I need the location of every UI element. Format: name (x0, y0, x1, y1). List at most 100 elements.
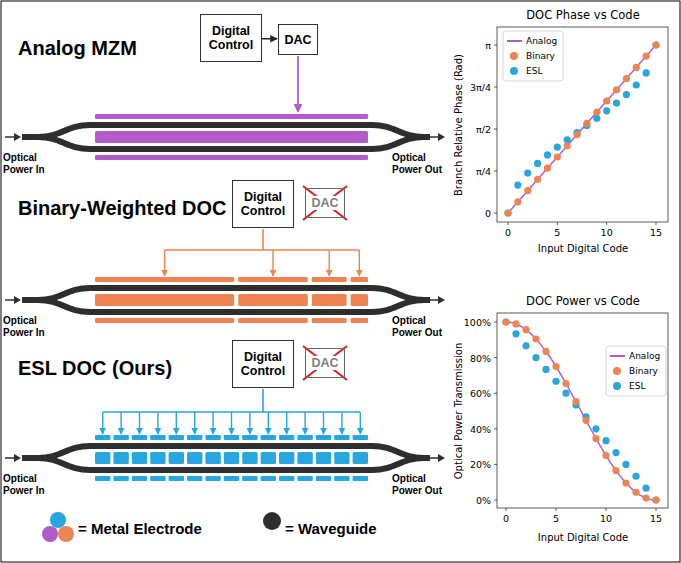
esl-point (643, 69, 650, 76)
tick-mark (494, 428, 497, 429)
control-line (323, 412, 324, 434)
cross-out (303, 346, 347, 380)
tick-mark (494, 322, 497, 323)
metal-electrode (242, 452, 257, 464)
electrode-legend-dot (50, 512, 66, 528)
esl-point (633, 81, 640, 88)
waveguide-input (22, 134, 42, 140)
label: Branch Relative Phase (Rad) (453, 54, 464, 196)
electrode-legend-dot (58, 526, 74, 542)
metal-electrode (132, 476, 147, 481)
label: 0 (485, 208, 491, 219)
label: Analog MZM (18, 37, 137, 60)
metal-electrode (297, 452, 312, 464)
esl-point (524, 169, 531, 176)
plot-frame (497, 27, 668, 222)
label: 100% (464, 317, 491, 328)
legend-text: ESL (526, 66, 542, 76)
metal-electrode (150, 435, 165, 440)
metal-electrode (113, 476, 128, 481)
metal-electrode (279, 452, 294, 464)
metal-electrode (297, 476, 312, 481)
output-arrow-shaft (430, 299, 439, 301)
connector-arrow (262, 38, 277, 40)
legend-text: ESL (629, 381, 645, 391)
control-line (249, 412, 250, 434)
tick-mark (494, 464, 497, 465)
metal-electrode (316, 452, 331, 464)
waveguide-output (420, 297, 430, 303)
binary-point (512, 320, 519, 327)
tick-mark (494, 500, 497, 501)
metal-electrode (238, 318, 308, 323)
cross-out (303, 346, 347, 380)
input-arrow-shaft (5, 136, 15, 138)
metal-electrode (150, 476, 165, 481)
binary-point (564, 142, 571, 149)
box-text: Digital Control (236, 350, 290, 378)
box-text: DAC (284, 33, 311, 47)
output-arrowhead (438, 454, 445, 462)
tick-mark (494, 357, 497, 358)
metal-electrode (238, 277, 308, 282)
esl-point (512, 330, 519, 337)
metal-electrode (95, 452, 110, 464)
control-line (262, 229, 264, 250)
binary-point (612, 467, 619, 474)
tick-mark (494, 129, 497, 130)
esl-point (623, 91, 630, 98)
metal-electrode (95, 155, 368, 160)
cross-out (303, 186, 347, 220)
label: DOC Phase vs Code (526, 8, 639, 22)
esl-point (542, 366, 549, 373)
box-text: DAC (310, 196, 339, 210)
label: DOC Power vs Code (526, 294, 640, 308)
metal-electrode (150, 452, 165, 464)
legend-line (610, 355, 625, 357)
input-arrowhead (14, 296, 21, 304)
control-line (360, 412, 361, 434)
esl-point (514, 181, 521, 188)
legend-swatch (613, 367, 621, 375)
metal-electrode (261, 476, 276, 481)
metal-electrode (132, 435, 147, 440)
label: π/4 (476, 166, 491, 177)
label: 10 (601, 227, 613, 238)
tick-mark (606, 508, 607, 511)
control-line (164, 250, 165, 276)
label: Optical Power In (3, 315, 57, 339)
control-line (120, 412, 121, 434)
label: Optical Power In (3, 473, 57, 497)
metal-electrode (297, 435, 312, 440)
esl-point (504, 209, 511, 216)
output-arrowhead (438, 133, 445, 141)
metal-electrode (261, 452, 276, 464)
legend-line (507, 40, 522, 42)
label: 20% (470, 459, 491, 470)
metal-electrode (279, 435, 294, 440)
tick-mark (494, 87, 497, 88)
metal-electrode (242, 435, 257, 440)
binary-point (524, 187, 531, 194)
esl-point (632, 473, 639, 480)
binary-point (613, 86, 620, 93)
control-line (286, 412, 287, 434)
esl-point (622, 461, 629, 468)
metal-electrode (205, 476, 220, 481)
label: 15 (650, 227, 662, 238)
control-line (262, 389, 264, 412)
binary-point (582, 417, 589, 424)
label: 60% (470, 388, 491, 399)
control-line (176, 412, 177, 434)
control-line (194, 412, 195, 434)
output-arrow-shaft (430, 136, 439, 138)
metal-electrode (169, 452, 184, 464)
label: Binary-Weighted DOC (18, 197, 227, 220)
binary-point (652, 496, 659, 503)
metal-electrode (334, 476, 349, 481)
input-arrowhead (14, 454, 21, 462)
process-box: Digital Control (200, 14, 262, 62)
tick-mark (494, 213, 497, 214)
waveguide-input (22, 297, 42, 303)
tick-mark (506, 508, 507, 511)
